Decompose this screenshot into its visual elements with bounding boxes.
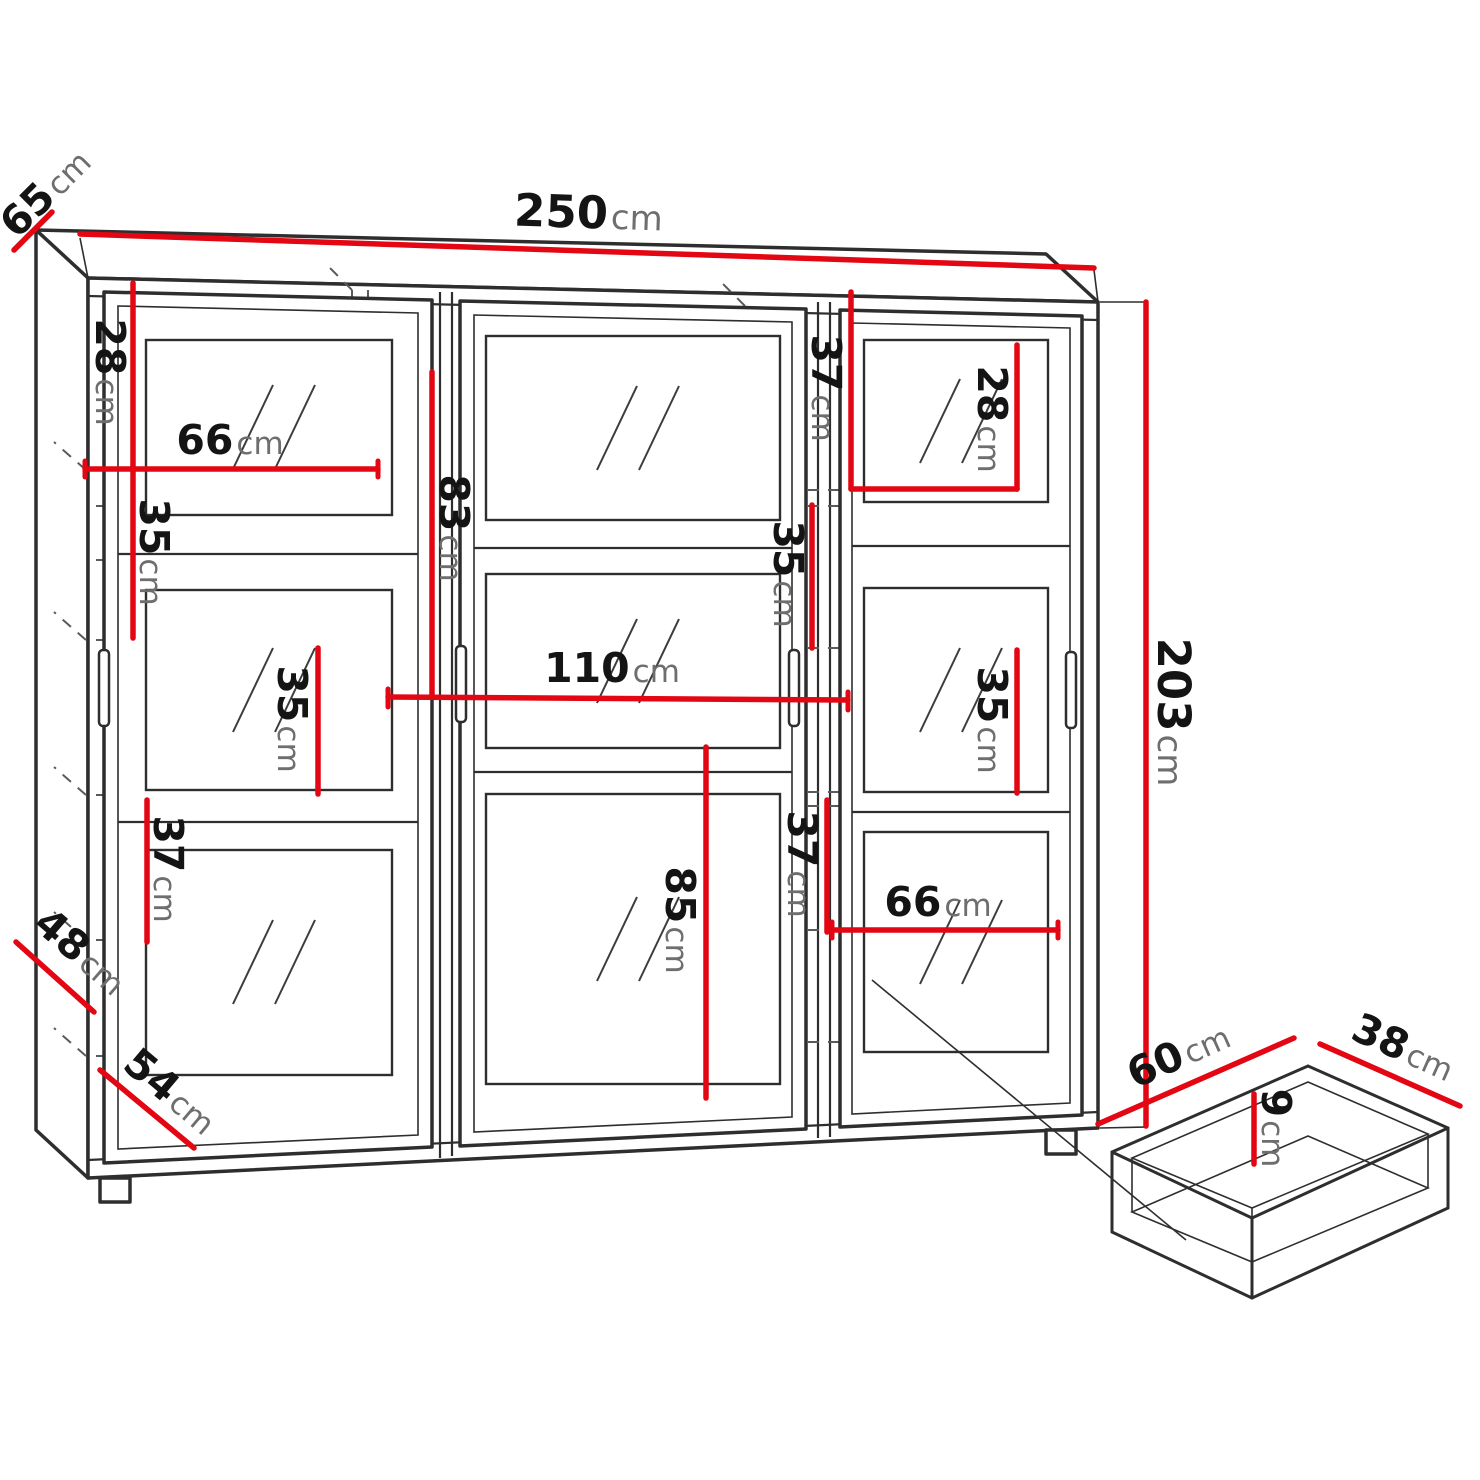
door-right — [838, 308, 1084, 1129]
drawer-outline — [1110, 1064, 1450, 1300]
dim-line-center-110 — [385, 694, 851, 703]
dim-label-right-35-mid: 35cm — [968, 666, 1016, 773]
door-left-mirror-middle — [144, 588, 394, 792]
dim-label-right-37-bottom: 37cm — [778, 810, 826, 917]
door-left-mirror-bottom — [144, 848, 394, 1077]
dim-label-width-250: 250cm — [513, 184, 663, 242]
door-left — [97, 290, 434, 1165]
mirror-shine-marks — [232, 384, 316, 1005]
dim-line-drawer-38 — [1317, 1041, 1463, 1109]
drawer-leader-line — [871, 979, 1187, 1241]
dimension-lines — [11, 209, 1149, 1151]
dim-label-left-66: 66cm — [176, 416, 283, 464]
dim-label-height-203: 203cm — [1147, 638, 1200, 787]
door-right-handle — [1064, 650, 1078, 730]
door-middle-mirror-middle — [484, 572, 782, 750]
door-middle-handle-left — [454, 644, 468, 724]
door-middle — [454, 299, 808, 1148]
door-right-mirror-top — [862, 338, 1050, 504]
dim-label-left-28: 28cm — [86, 318, 134, 425]
dim-line-depth-65 — [11, 209, 55, 253]
extension-lines — [79, 237, 1147, 1129]
door-middle-inner-frame — [473, 314, 793, 1133]
dim-label-left-37: 37cm — [144, 815, 192, 922]
dim-label-right-66: 66cm — [884, 878, 991, 926]
dim-label-center-110: 110cm — [544, 644, 680, 692]
dim-label-left-35-mid: 35cm — [268, 665, 316, 772]
mirror-shine-marks — [596, 385, 680, 982]
door-left-inner-frame — [117, 305, 419, 1150]
door-gap-tracks — [438, 292, 832, 1158]
dim-label-right-37-top: 37cm — [802, 334, 850, 441]
door-right-inner-frame — [851, 322, 1071, 1115]
dim-label-left-83: 83cm — [430, 474, 478, 581]
drawer-detail — [871, 979, 1463, 1300]
mirror-shine-marks — [919, 378, 1003, 985]
wardrobe-left-side-face — [34, 228, 90, 1180]
dim-label-right-35-upper: 35cm — [764, 520, 812, 627]
dim-label-drawer-9: 9cm — [1252, 1089, 1300, 1168]
dim-label-center-85: 85cm — [656, 866, 704, 973]
dim-line-drawer-60 — [1095, 1035, 1297, 1127]
foot-right — [1044, 1128, 1078, 1156]
dim-line-width-250 — [77, 231, 1097, 271]
door-middle-handle-right — [787, 648, 801, 728]
foot-left — [98, 1176, 132, 1204]
dim-line-width-54 — [97, 1067, 197, 1151]
dim-line-depth-48 — [13, 939, 97, 1015]
door-left-handle — [97, 648, 111, 728]
dim-label-right-28: 28cm — [968, 365, 1016, 472]
door-right-mirror-middle — [862, 586, 1050, 794]
dim-label-left-35-upper: 35cm — [130, 498, 178, 605]
door-right-mirror-bottom — [862, 830, 1050, 1054]
door-middle-mirror-top — [484, 334, 782, 522]
door-middle-mirror-bottom — [484, 792, 782, 1086]
door-left-mirror-top — [144, 338, 394, 517]
